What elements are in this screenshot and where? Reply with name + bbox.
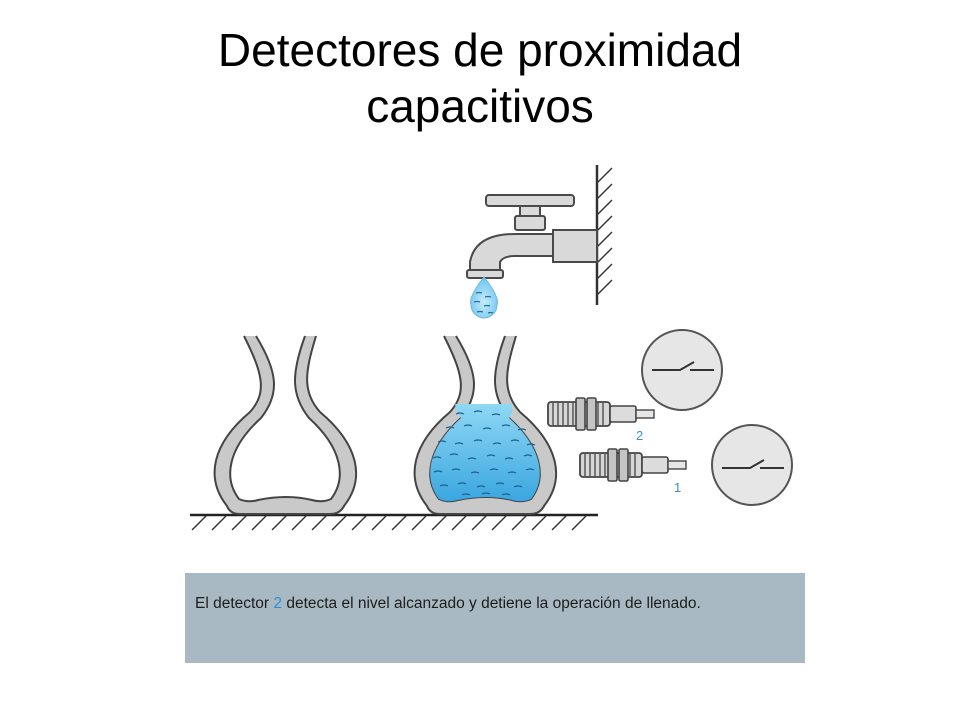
page-title: Detectores de proximidad capacitivos bbox=[0, 22, 960, 134]
faucet bbox=[466, 194, 598, 279]
water-fill bbox=[430, 404, 540, 502]
caption-text-after: detecta el nivel alcanzado y detiene la … bbox=[282, 595, 701, 612]
title-line-2: capacitivos bbox=[366, 80, 594, 132]
title-line-1: Detectores de proximidad bbox=[217, 24, 743, 76]
wall bbox=[595, 165, 613, 305]
sensor-2 bbox=[547, 397, 655, 431]
sensor-2-label: 2 bbox=[636, 428, 643, 443]
caption-highlight: 2 bbox=[273, 595, 283, 612]
caption-box: El detector 2 detecta el nivel alcanzado… bbox=[185, 573, 805, 663]
water-drop bbox=[470, 276, 498, 319]
sensor-1-label: 1 bbox=[674, 480, 681, 495]
indicator-lower bbox=[711, 424, 793, 506]
sensor-1 bbox=[579, 448, 687, 482]
caption-text-before: El detector bbox=[195, 595, 274, 612]
ground bbox=[190, 513, 598, 531]
empty-vessel bbox=[213, 335, 358, 515]
filled-vessel bbox=[413, 335, 558, 515]
indicator-upper bbox=[641, 329, 723, 411]
